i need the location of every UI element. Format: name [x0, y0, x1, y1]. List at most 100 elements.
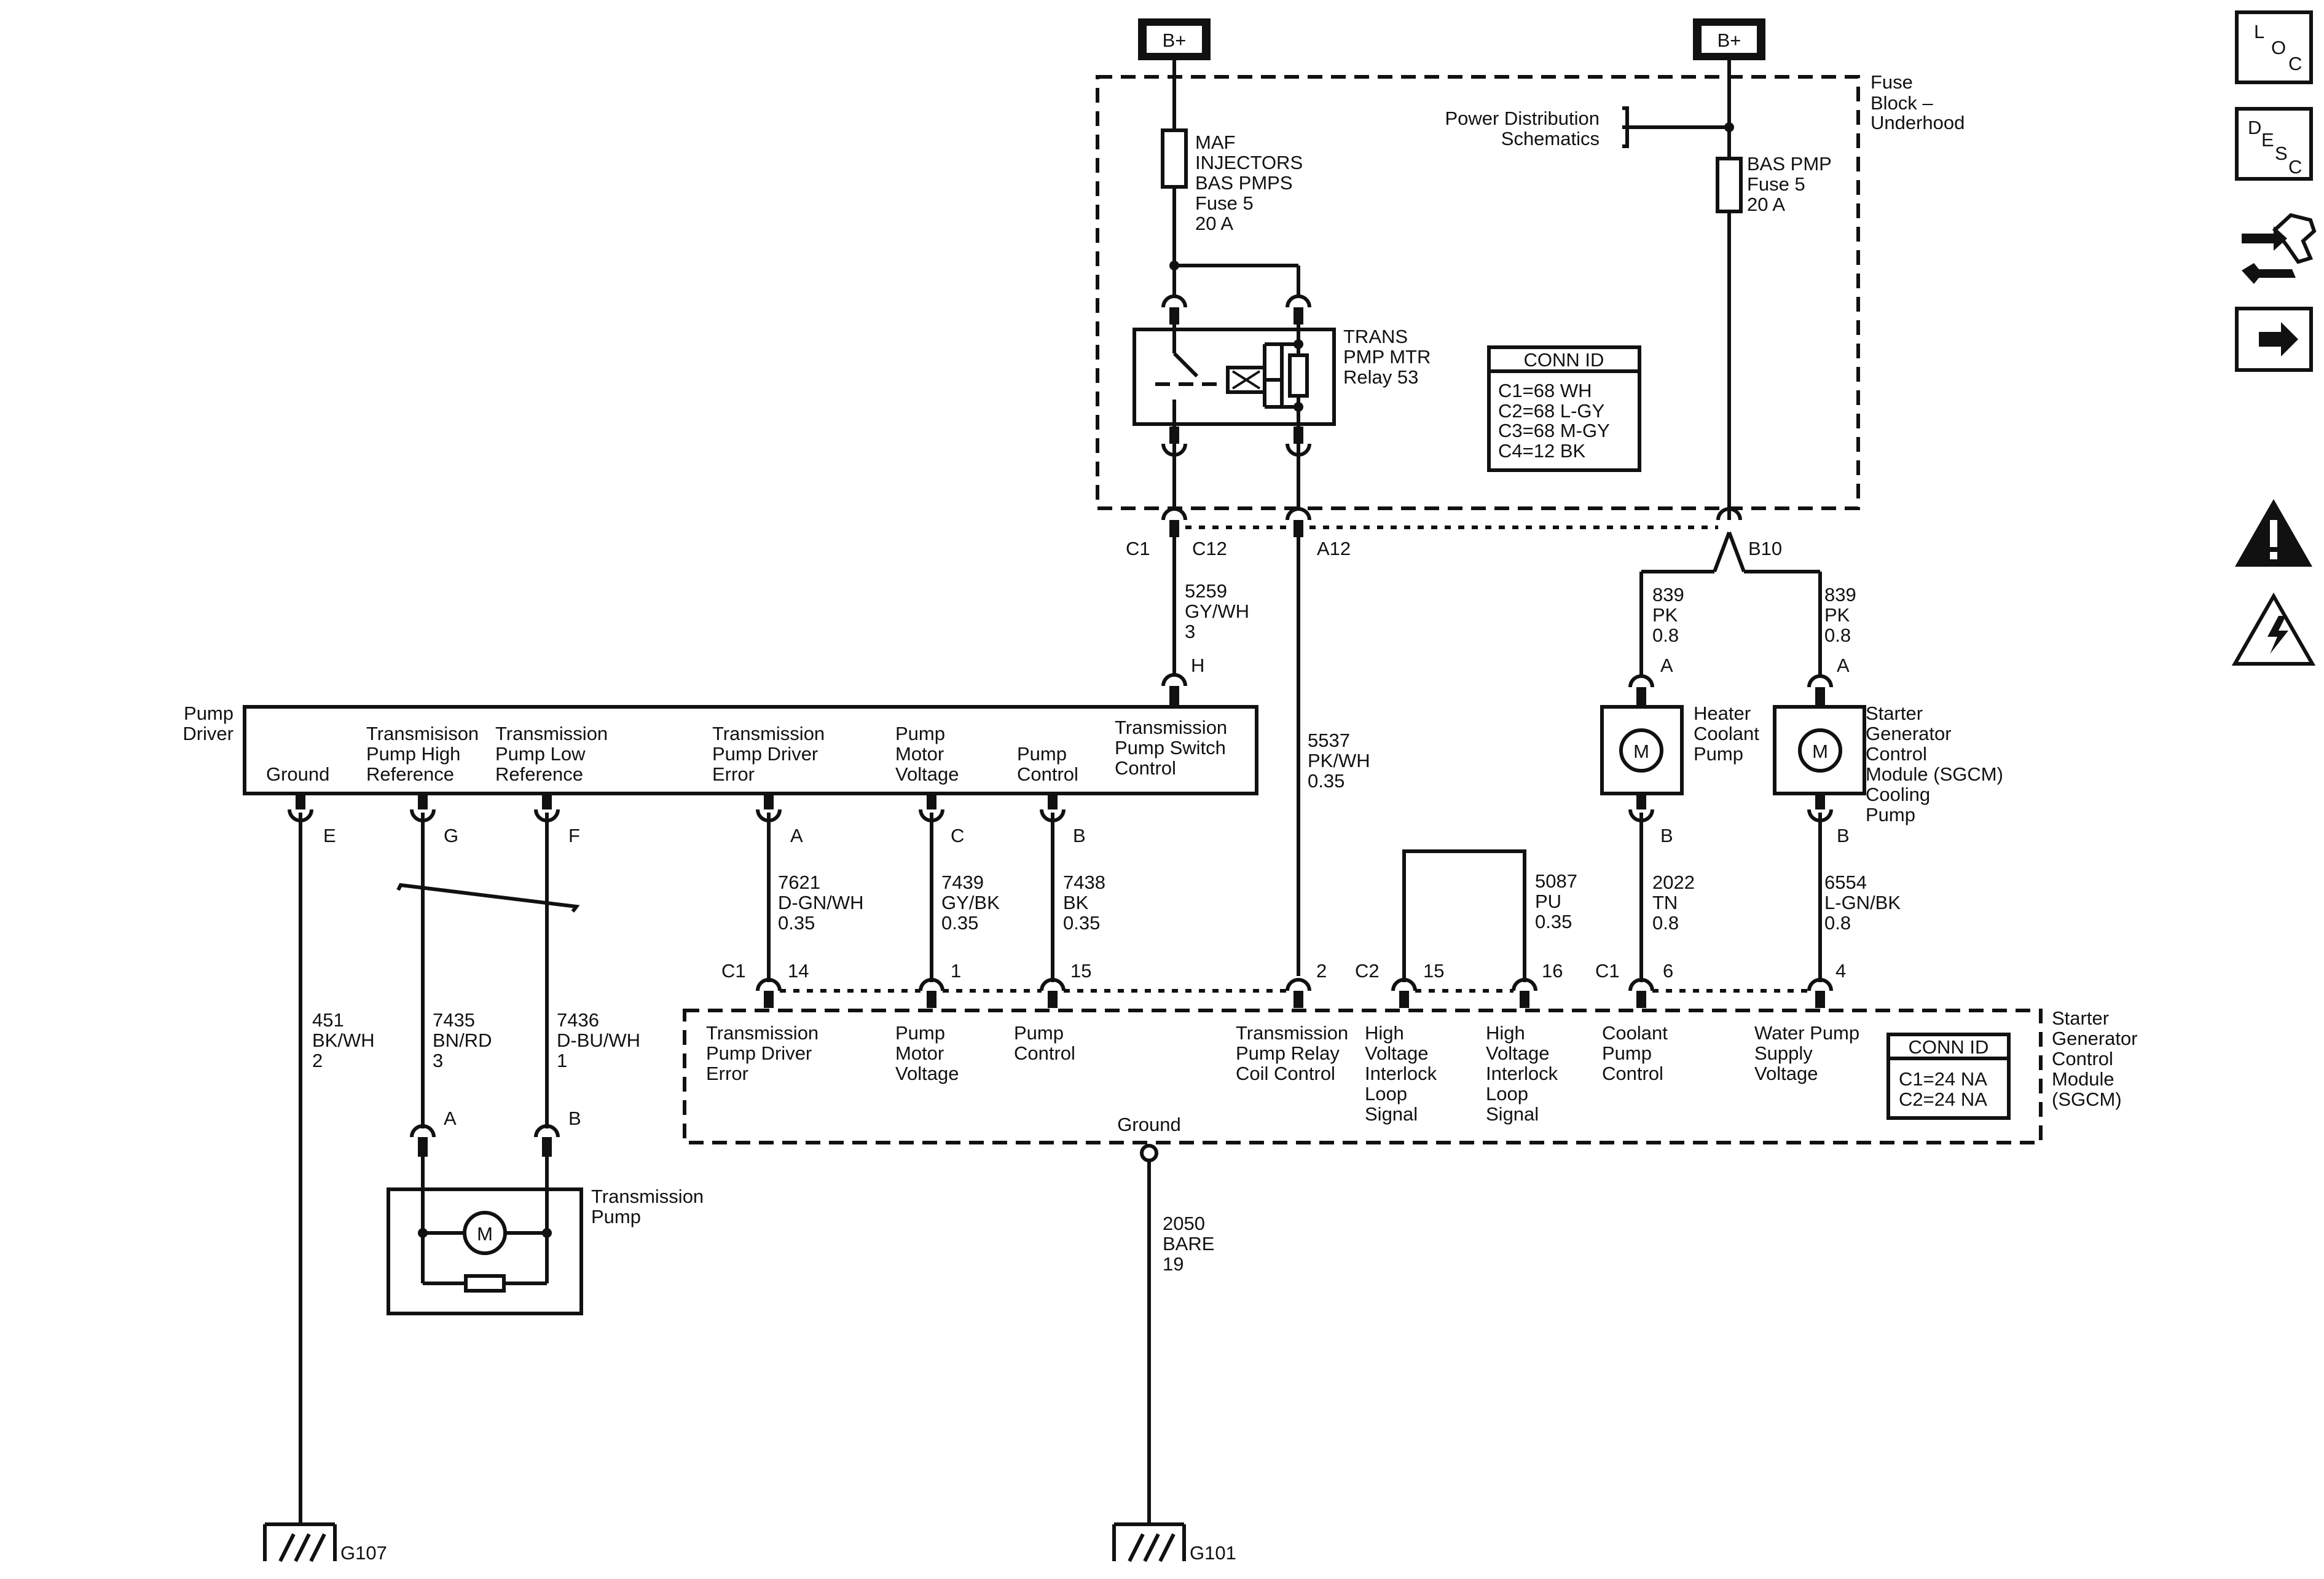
svg-text:Pump Switch: Pump Switch [1115, 737, 1226, 758]
svg-text:Pump: Pump [591, 1206, 641, 1227]
bplus-right: B+ [1693, 18, 1765, 60]
relay-label: TRANS PMP MTR Relay 53 [1343, 326, 1431, 388]
sgcm-hvil-2-label: High Voltage Interlock Loop Signal [1486, 1022, 1558, 1125]
svg-text:Voltage: Voltage [895, 1063, 959, 1084]
svg-text:Power Distribution: Power Distribution [1445, 108, 1600, 129]
svg-text:MAF: MAF [1195, 132, 1235, 153]
svg-text:C1=68 WH: C1=68 WH [1498, 380, 1592, 401]
loc-icon[interactable]: L O C [2235, 10, 2313, 84]
svg-text:7435: 7435 [433, 1009, 475, 1031]
svg-text:C4=12 BK: C4=12 BK [1498, 440, 1586, 462]
svg-text:Error: Error [712, 763, 755, 785]
sgcm-relay-ctl-label: Transmission Pump Relay Coil Control [1236, 1022, 1348, 1084]
svg-text:L-GN/BK: L-GN/BK [1824, 892, 1901, 913]
fuse-block-label: Fuse Block – Underhood [1871, 71, 1965, 133]
svg-text:2050: 2050 [1163, 1213, 1205, 1234]
svg-text:GY/BK: GY/BK [941, 892, 1000, 913]
svg-text:Heater: Heater [1694, 703, 1751, 724]
sgcm-hvil-1-label: High Voltage Interlock Loop Signal [1365, 1022, 1437, 1125]
trans-pump-pins: A B [410, 1108, 581, 1157]
svg-text:Pump Driver: Pump Driver [706, 1042, 812, 1064]
svg-text:C: C [2288, 53, 2302, 74]
svg-text:G107: G107 [340, 1542, 387, 1564]
svg-text:PK: PK [1824, 604, 1850, 626]
svg-text:5537: 5537 [1308, 730, 1350, 751]
svg-text:Pump: Pump [895, 1022, 945, 1044]
svg-text:C: C [2288, 156, 2302, 178]
svg-text:BK/WH: BK/WH [312, 1030, 375, 1051]
svg-text:Relay 53: Relay 53 [1343, 366, 1418, 388]
svg-text:Interlock: Interlock [1365, 1063, 1437, 1084]
trans-pump-label: Transmission Pump [591, 1186, 704, 1227]
svg-text:0.35: 0.35 [1535, 911, 1572, 932]
svg-text:B: B [568, 1108, 581, 1129]
wire-6554: 6554 L-GN/BK 0.8 [1824, 872, 1901, 934]
svg-text:C1: C1 [721, 960, 746, 982]
svg-text:Module (SGCM): Module (SGCM) [1866, 763, 2003, 785]
svg-text:5259: 5259 [1185, 580, 1227, 602]
svg-text:M: M [1812, 741, 1828, 762]
svg-text:Pump Relay: Pump Relay [1236, 1042, 1340, 1064]
sgcm-wp-supply-label: Water Pump Supply Voltage [1754, 1022, 1859, 1084]
sgcm-motor-v-label: Pump Motor Voltage [895, 1022, 959, 1084]
svg-text:Supply: Supply [1754, 1042, 1813, 1064]
svg-text:Signal: Signal [1365, 1103, 1418, 1125]
svg-text:0.8: 0.8 [1824, 624, 1851, 646]
svg-text:C2=68 L-GY: C2=68 L-GY [1498, 400, 1604, 422]
sgcm-module [683, 1009, 2043, 1144]
pd-switch-ctl-label: Transmission Pump Switch Control [1115, 717, 1227, 779]
next-arrow-icon[interactable] [2235, 307, 2313, 372]
high-voltage-icon [2231, 592, 2316, 666]
svg-text:(SGCM): (SGCM) [2052, 1089, 2122, 1110]
connector-tool-icon[interactable] [2242, 213, 2317, 284]
svg-text:Water Pump: Water Pump [1754, 1022, 1859, 1044]
pump-driver-module [243, 705, 1258, 795]
svg-text:0.35: 0.35 [1063, 912, 1100, 934]
svg-text:Control: Control [1014, 1042, 1075, 1064]
svg-text:2: 2 [1316, 960, 1327, 982]
svg-text:Coolant: Coolant [1694, 723, 1759, 744]
svg-text:Starter: Starter [2052, 1007, 2109, 1029]
svg-text:Voltage: Voltage [1486, 1042, 1549, 1064]
svg-text:20 A: 20 A [1747, 194, 1785, 215]
svg-text:High: High [1365, 1022, 1404, 1044]
svg-text:14: 14 [788, 960, 809, 982]
desc-icon[interactable]: D E S C [2235, 107, 2313, 181]
svg-text:M: M [477, 1223, 493, 1245]
svg-text:Pump High: Pump High [366, 743, 460, 765]
svg-text:19: 19 [1163, 1253, 1184, 1275]
svg-text:Interlock: Interlock [1486, 1063, 1558, 1084]
svg-text:Coolant: Coolant [1602, 1022, 1668, 1044]
svg-text:B+: B+ [1717, 30, 1741, 51]
wire-451: 451 BK/WH 2 [312, 1009, 375, 1071]
svg-text:Control: Control [1115, 757, 1176, 779]
pd-motor-v-label: Pump Motor Voltage [895, 723, 959, 785]
svg-text:0.8: 0.8 [1652, 624, 1679, 646]
svg-text:Motor: Motor [895, 743, 944, 765]
svg-text:Pump: Pump [1866, 804, 1915, 825]
svg-text:Pump: Pump [1017, 743, 1067, 765]
svg-text:0.8: 0.8 [1824, 912, 1851, 934]
svg-text:2: 2 [312, 1050, 323, 1071]
pd-tp-err-label: Transmission Pump Driver Error [712, 723, 825, 785]
svg-text:Transmission: Transmission [1236, 1022, 1348, 1044]
bplus-left: B+ [1138, 18, 1211, 60]
svg-text:F: F [568, 825, 580, 846]
svg-text:BARE: BARE [1163, 1233, 1214, 1254]
fuse-block-outline [1096, 75, 1860, 510]
svg-text:CONN ID: CONN ID [1524, 349, 1604, 371]
sgcm-label: Starter Generator Control Module (SGCM) [2052, 1007, 2138, 1110]
wire-7438: 7438 BK 0.35 [1063, 872, 1105, 934]
svg-text:E: E [323, 825, 336, 846]
svg-text:CONN ID: CONN ID [1909, 1036, 1989, 1058]
svg-text:PK: PK [1652, 604, 1678, 626]
pump-driver-label: Pump Driver [183, 703, 234, 744]
sgcm-pump-ctl-label: Pump Control [1014, 1022, 1075, 1064]
pd-tp-low-label: Transmission Pump Low Reference [495, 723, 608, 785]
svg-text:Pump: Pump [1602, 1042, 1652, 1064]
svg-text:Pump: Pump [1014, 1022, 1064, 1044]
sgcm-conn-id: CONN ID C1=24 NA C2=24 NA [1886, 1033, 2011, 1120]
ground-g101: G101 [1112, 1522, 1236, 1564]
wire-7621: 7621 D-GN/WH 0.35 [778, 872, 863, 934]
